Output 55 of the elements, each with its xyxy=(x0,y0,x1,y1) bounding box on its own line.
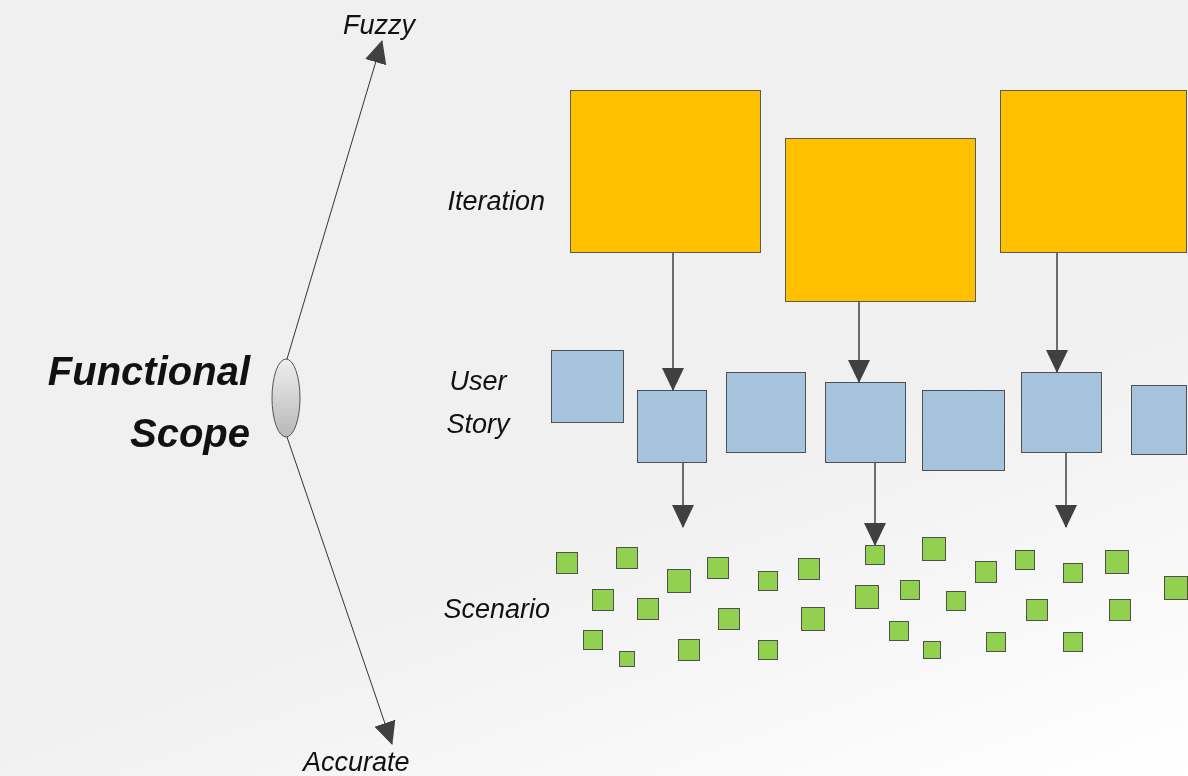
user-story-box xyxy=(726,372,806,453)
iteration-box xyxy=(1000,90,1187,253)
scenario-square xyxy=(1105,550,1129,574)
arrow xyxy=(286,436,396,745)
arrow xyxy=(848,301,870,383)
scenario-square xyxy=(889,621,909,641)
user-story-box xyxy=(551,350,624,423)
scenario-square xyxy=(1063,632,1083,652)
scenario-square xyxy=(855,585,879,609)
row-label: User Story xyxy=(445,365,512,442)
scenario-square xyxy=(986,632,1006,652)
row-label: Iteration xyxy=(446,185,545,218)
axis-title: Functional Scope xyxy=(46,348,250,457)
arrow xyxy=(662,252,684,391)
arrow xyxy=(286,40,387,360)
scenario-square xyxy=(798,558,820,580)
row-label: Scenario xyxy=(442,593,550,626)
user-story-box xyxy=(922,390,1005,471)
arrow xyxy=(672,462,694,528)
user-story-box xyxy=(1021,372,1102,453)
scenario-square xyxy=(946,591,966,611)
user-story-box xyxy=(1131,385,1187,455)
axis-end-label: Accurate xyxy=(303,743,410,776)
user-story-box xyxy=(825,382,906,463)
scenario-square xyxy=(637,598,659,620)
scenario-square xyxy=(707,557,729,579)
scenario-square xyxy=(583,630,603,650)
scenario-square xyxy=(667,569,691,593)
user-story-box xyxy=(637,390,707,463)
scenario-square xyxy=(1109,599,1131,621)
iteration-box xyxy=(570,90,761,253)
scenario-square xyxy=(556,552,578,574)
scenario-square xyxy=(900,580,920,600)
scenario-square xyxy=(1164,576,1188,600)
scenario-square xyxy=(1026,599,1048,621)
scenario-square xyxy=(619,651,635,667)
scenario-square xyxy=(616,547,638,569)
axis-end-label: Fuzzy xyxy=(343,6,415,46)
arrow xyxy=(1046,252,1068,373)
scenario-square xyxy=(718,608,740,630)
scope-ellipse xyxy=(271,358,301,438)
scenario-square xyxy=(678,639,700,661)
scenario-square xyxy=(758,640,778,660)
scenario-square xyxy=(865,545,885,565)
arrow xyxy=(1055,452,1077,528)
iteration-box xyxy=(785,138,976,302)
scenario-square xyxy=(1063,563,1083,583)
scenario-square xyxy=(975,561,997,583)
arrow xyxy=(864,462,886,546)
scenario-square xyxy=(922,537,946,561)
scenario-square xyxy=(1015,550,1035,570)
scenario-square xyxy=(758,571,778,591)
scenario-square xyxy=(801,607,825,631)
scenario-square xyxy=(923,641,941,659)
scenario-square xyxy=(592,589,614,611)
